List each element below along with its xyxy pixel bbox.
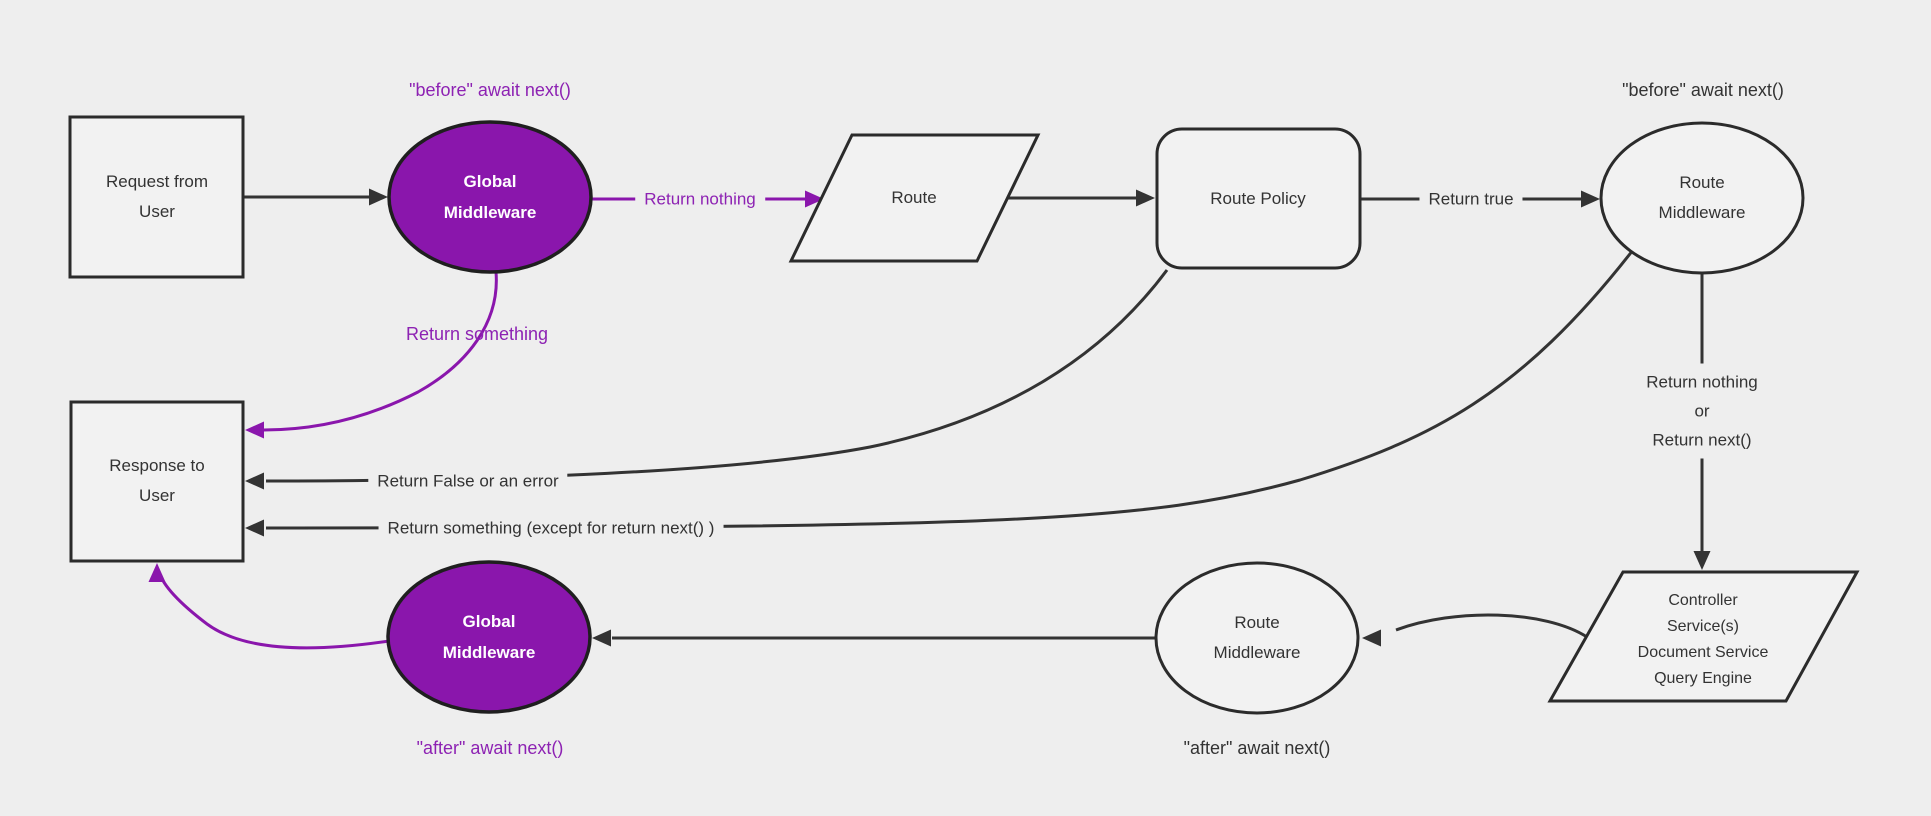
arrowhead-into-response-bottom (148, 563, 166, 582)
route-middleware-top-ellipse (1599, 121, 1805, 275)
return-something-except-label: Return something (except for return next… (378, 513, 724, 543)
return-false-or-error-label: Return False or an error (368, 466, 568, 496)
edge-controller-to-route-middleware-bottom (1395, 613, 1588, 639)
arrowhead-into-route-middleware-top (1581, 190, 1600, 208)
arrowhead-return-false-into-response (245, 472, 264, 490)
return-true-label: Return true (1419, 184, 1523, 214)
before-await-next-global-label: "before" await next() (409, 80, 571, 100)
request-from-user-box (68, 115, 245, 279)
arrowhead-into-route-policy (1136, 189, 1155, 207)
arrowhead-into-global-middleware-bottom (592, 629, 611, 647)
arrowhead-into-global-middleware-top (369, 188, 388, 206)
route-parallelogram (788, 133, 1041, 263)
arrowhead-into-route-middleware-bottom (1362, 629, 1381, 647)
arrowhead-return-something-into-response (245, 421, 264, 439)
edge-return-something-except (265, 249, 1635, 530)
before-await-next-route-label: "before" await next() (1622, 80, 1784, 100)
return-something-label: Return something (405, 324, 549, 344)
edge-return-false-or-error (265, 269, 1169, 483)
response-to-user-box (69, 400, 245, 563)
route-policy-box (1155, 127, 1362, 270)
arrowhead-return-something-except-into-response (245, 519, 264, 537)
global-middleware-bottom-ellipse (386, 560, 592, 714)
arrowhead-into-controller (1693, 551, 1711, 570)
controller-parallelogram (1547, 570, 1860, 703)
return-nothing-or-next-label: Return nothing or Return next() (1636, 363, 1768, 459)
global-middleware-top-ellipse (387, 120, 593, 274)
edge-return-something (263, 271, 498, 432)
return-nothing-label: Return nothing (635, 184, 765, 214)
route-middleware-bottom-ellipse (1154, 561, 1360, 715)
arrowhead-into-route (805, 190, 824, 208)
edge-global-middleware-to-response (157, 571, 390, 650)
after-await-next-route-label: "after" await next() (1183, 738, 1331, 758)
after-await-next-global-label: "after" await next() (416, 738, 564, 758)
